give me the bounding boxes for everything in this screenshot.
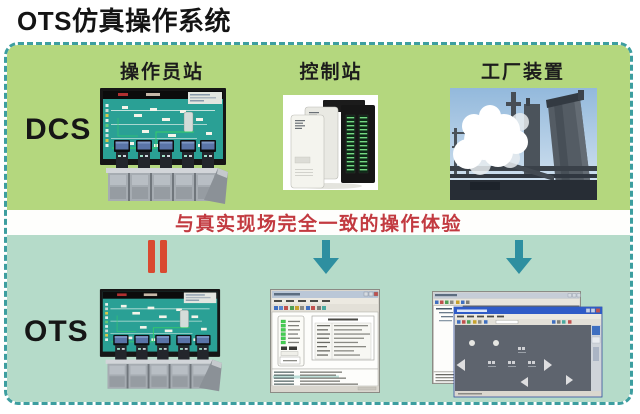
controller-hardware-image: [283, 95, 378, 190]
banner-text: 与真实现场完全一致的操作体验: [174, 214, 462, 235]
dcs-row-label: DCS: [25, 113, 92, 146]
equals-icon: [143, 240, 171, 273]
ots-row-label: OTS: [24, 315, 89, 348]
operator-station-image: [99, 88, 228, 205]
column-header-control-station: 控制站: [299, 62, 363, 83]
arrow-down-icon: [313, 240, 339, 274]
operator-station-image: [99, 289, 222, 392]
column-header-plant: 工厂装置: [480, 62, 565, 83]
ots-row: OTS: [7, 235, 630, 402]
plant-image: [450, 88, 597, 200]
banner: 与真实现场完全一致的操作体验: [7, 210, 630, 235]
engineering-sim-window-image: [432, 291, 603, 398]
dcs-row: DCS 操作员站 控制站 工厂装置: [7, 45, 630, 210]
controller-sim-window-image: [270, 289, 380, 393]
diagram-panel: DCS 操作员站 控制站 工厂装置: [4, 42, 633, 405]
arrow-down-icon: [506, 240, 532, 274]
page-title: OTS仿真操作系统: [17, 6, 231, 36]
column-header-operator-station: 操作员站: [119, 62, 204, 83]
